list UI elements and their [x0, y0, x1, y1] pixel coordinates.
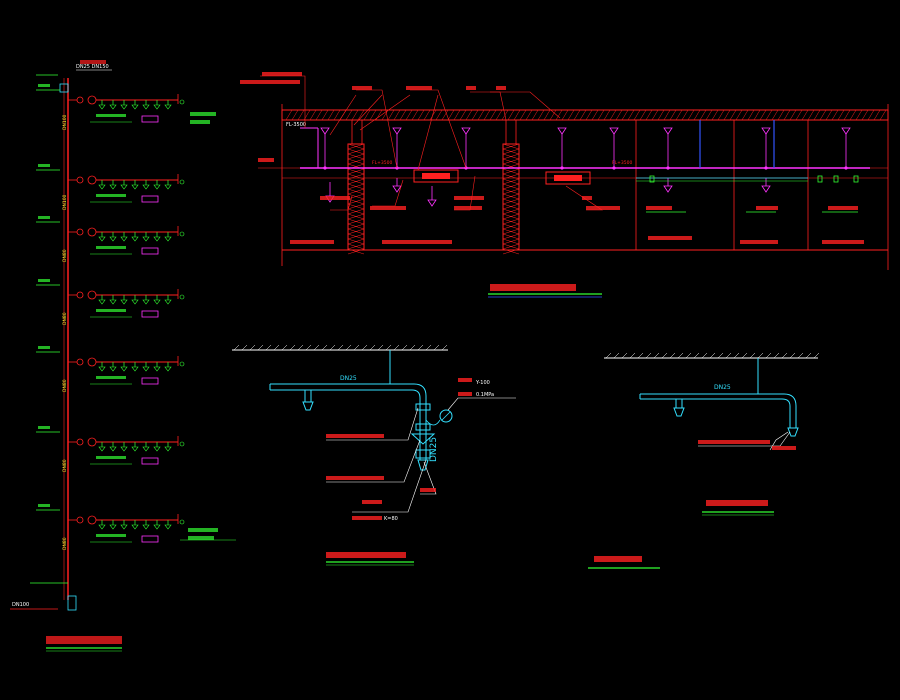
duct-b [545, 171, 591, 185]
floor-riser-size-label: DN80 [62, 459, 68, 472]
floor-branch: DN80 [36, 216, 185, 262]
floor-riser-size-label: DN80 [62, 379, 68, 392]
sprinkler-drop [461, 127, 471, 170]
floor-branch: DN100 [36, 164, 185, 210]
detail-left-vertical-label: DN25 [429, 437, 439, 462]
sprinkler-drop [841, 127, 851, 170]
floor-branch: DN80 [36, 426, 185, 472]
floor-branch: DN80 [36, 346, 185, 392]
sprinkler-drop [557, 127, 567, 170]
floor-riser-size-label: DN80 [62, 312, 68, 325]
elevation-label-left: FL-3500 [286, 122, 306, 128]
floor-branch: DN100 [36, 84, 185, 130]
floor-riser-size-label: DN80 [62, 537, 68, 550]
floor-riser-size-label: DN100 [62, 194, 68, 210]
detail-left-note-3: K=80 [384, 516, 398, 522]
sprinkler-drop [663, 127, 673, 193]
sprinkler-drop [320, 127, 330, 170]
detail-left-note-2: 0.1MPa [476, 392, 494, 398]
section-drawing: FL-3500 FL+3500 FL+3500 [240, 72, 889, 298]
sprinkler-detail-left: DN25 DN25 Y-100 0.1MPa K=80 [232, 344, 516, 566]
sprinkler-drops [320, 127, 851, 207]
sprinkler-drop [392, 127, 402, 193]
sprinkler-detail-right: DN25 [588, 352, 820, 569]
detail-left-pipe-label: DN25 [340, 375, 357, 382]
floor-branch: DN80 [36, 504, 185, 550]
detail-right-pipe-label: DN25 [714, 384, 731, 391]
floor-riser-size-label: DN80 [62, 249, 68, 262]
column-left [347, 119, 365, 255]
floor-branch: DN80 [36, 279, 185, 325]
elevation-label-a: FL+3500 [372, 160, 392, 166]
slab-hatch [285, 109, 887, 121]
riser-top-label: DN25 DN150 [76, 64, 109, 70]
column-right [502, 119, 520, 255]
sprinkler-drop [761, 127, 771, 193]
floor-riser-size-label: DN100 [62, 114, 68, 130]
riser-diagram: DN25 DN150 DN100DN100DN80DN80DN80DN80DN8… [10, 60, 236, 652]
elevation-label-b: FL+3500 [612, 160, 632, 166]
detail-left-note-1: Y-100 [475, 380, 490, 386]
duct-a [413, 169, 459, 183]
sprinkler-drop [609, 127, 619, 170]
riser-bottom-label: DN100 [12, 602, 29, 608]
